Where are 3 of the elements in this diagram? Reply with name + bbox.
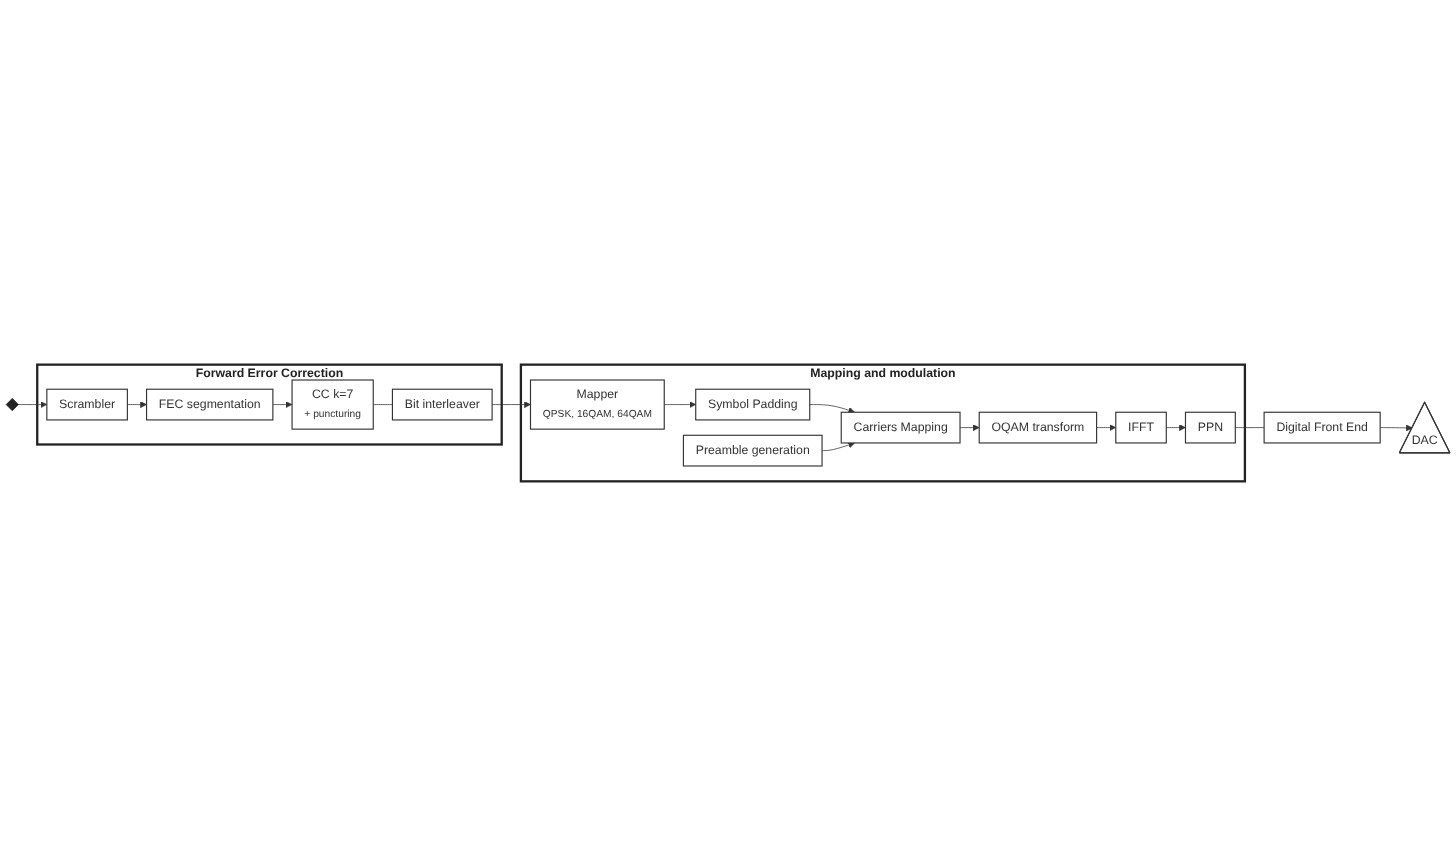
connector (372, 404, 393, 405)
connector (1234, 427, 1265, 428)
node-diamond (5, 398, 19, 412)
